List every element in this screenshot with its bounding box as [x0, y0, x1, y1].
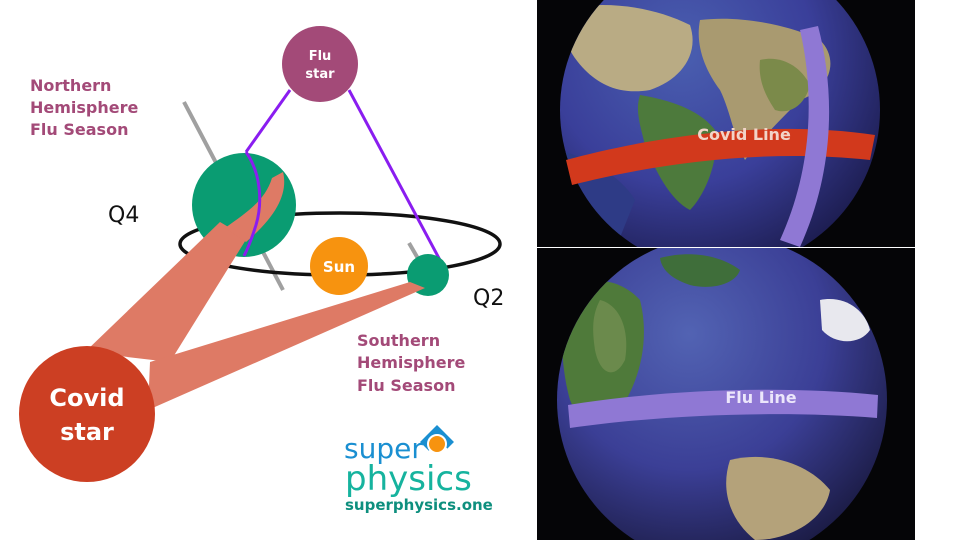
- covid-beam-curl: [225, 172, 285, 242]
- flu-star-label-line1: Flu: [309, 49, 332, 64]
- flu-meridian-band: [780, 26, 830, 247]
- q2-label: Q2: [473, 286, 504, 311]
- covid-beam-q2: [148, 282, 425, 410]
- covid-star-label-line2: star: [60, 418, 114, 446]
- flu-star: [282, 26, 358, 102]
- sun-label: Sun: [323, 258, 355, 276]
- globe-top-panel: Covid Line: [537, 0, 915, 247]
- covid-line-band: [566, 128, 875, 185]
- logo-diamond-icon: [420, 425, 454, 466]
- flu-line-band: [568, 389, 878, 428]
- flu-line-label: Flu Line: [725, 388, 796, 407]
- flu-line-on-earth-q4: [242, 151, 262, 257]
- southern-label-line1: Southern: [357, 331, 440, 350]
- flu-connector-q2: [347, 89, 443, 263]
- covid-line-label: Covid Line: [697, 125, 791, 144]
- logo-url: superphysics.one: [345, 496, 493, 514]
- flu-connector-q4: [244, 89, 292, 153]
- covid-beam-q4: [85, 222, 247, 362]
- q4-label: Q4: [108, 203, 139, 228]
- logo-physics: physics: [345, 459, 472, 499]
- northern-label-line2: Hemisphere: [30, 98, 139, 117]
- flu-star-label-line2: star: [305, 67, 335, 82]
- orbit-diagram: Sun Flu star Covid star Northern Hemisph…: [19, 26, 504, 482]
- globe-bottom-panel: Flu Line: [537, 248, 915, 540]
- superphysics-logo: super physics superphysics.one: [344, 425, 493, 514]
- covid-star: [19, 346, 155, 482]
- southern-label-line3: Flu Season: [357, 376, 455, 395]
- logo-super: super: [344, 432, 423, 465]
- southern-label-line2: Hemisphere: [357, 353, 466, 372]
- northern-label-line1: Northern: [30, 76, 111, 95]
- sun: [310, 237, 368, 295]
- covid-star-label-line1: Covid: [49, 384, 124, 412]
- northern-label-line3: Flu Season: [30, 120, 128, 139]
